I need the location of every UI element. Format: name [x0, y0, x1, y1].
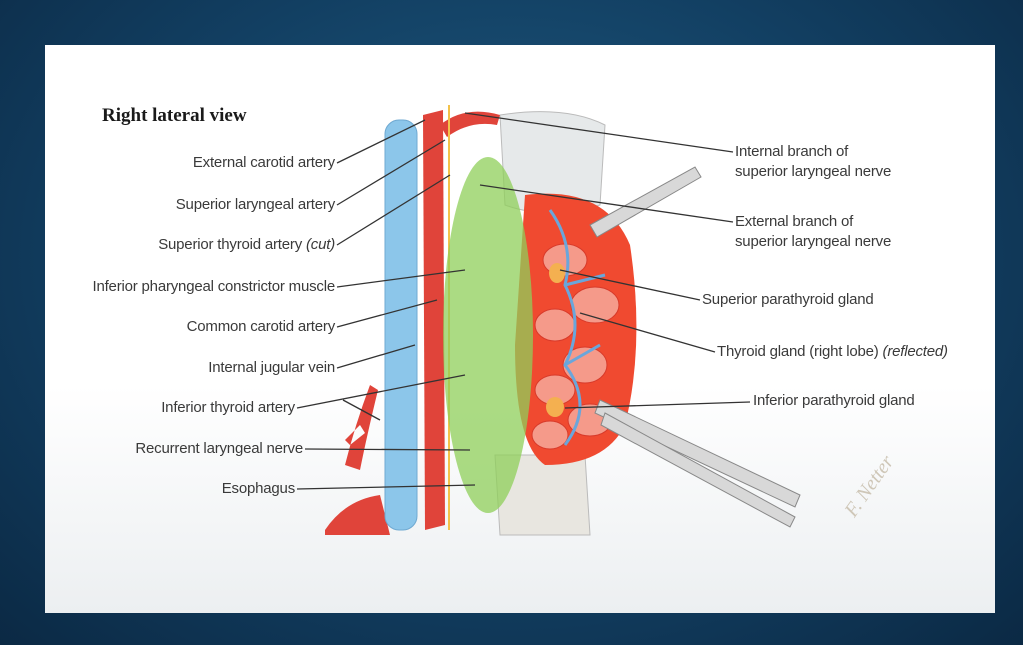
superior-parathyroid — [549, 263, 565, 283]
view-title: Right lateral view — [102, 105, 247, 126]
leader-lines — [296, 112, 751, 490]
label-internal-branch: Internal branch of superior laryngeal ner… — [735, 142, 891, 182]
label-esophagus: Esophagus — [221, 480, 295, 497]
internal-jugular-vein — [384, 119, 418, 531]
slide: Right lateral view External carotid arte… — [45, 45, 995, 613]
label-external-carotid-artery: External carotid artery — [192, 154, 335, 171]
label-common-carotid-artery: Common carotid artery — [186, 318, 336, 335]
label-inferior-thyroid-artery: Inferior thyroid artery — [161, 399, 295, 416]
external-carotid-branch — [440, 111, 500, 137]
inferior-parathyroid — [546, 397, 564, 417]
anatomy-illustration — [296, 105, 801, 536]
label-line2: superior laryngeal nerve — [735, 163, 892, 180]
common-carotid-artery — [423, 110, 445, 530]
label-inferior-parathyroid-gland: Inferior parathyroid gland — [753, 392, 915, 409]
label-line1: External branch of — [735, 213, 854, 230]
aortic-arch — [325, 495, 390, 535]
label-text: Thyroid gland (right lobe) — [717, 343, 879, 360]
label-text: Superior thyroid artery — [158, 236, 303, 253]
label-superior-thyroid-artery: Superior thyroid artery (cut) — [45, 235, 335, 255]
label-note: (reflected) — [882, 343, 949, 360]
highlight-overlay — [443, 157, 533, 513]
label-internal-jugular-vein: Internal jugular vein — [208, 359, 335, 376]
label-superior-parathyroid-gland: Superior parathyroid gland — [702, 291, 874, 308]
label-note: (cut) — [305, 236, 335, 253]
retractor-upper — [589, 166, 702, 238]
label-external-branch: External branch of superior laryngeal ner… — [735, 212, 891, 252]
label-line2: superior laryngeal nerve — [735, 233, 892, 250]
label-recurrent-laryngeal-nerve: Recurrent laryngeal nerve — [135, 440, 303, 457]
forceps-lower — [594, 399, 801, 528]
label-inferior-pharyngeal-constrictor: Inferior pharyngeal constrictor muscle — [92, 278, 335, 295]
label-superior-laryngeal-artery: Superior laryngeal artery — [175, 196, 335, 213]
label-thyroid-gland: Thyroid gland (right lobe) (reflected) — [717, 342, 948, 362]
label-line1: Internal branch of — [735, 143, 849, 160]
